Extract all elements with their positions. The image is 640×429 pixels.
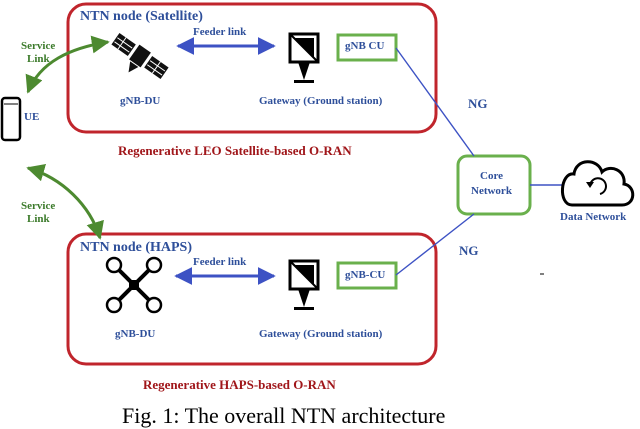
service-link-top-label-2: Link [27, 53, 50, 65]
service-link-bottom-arrow [26, 163, 104, 240]
satellite-oran-footer: Regenerative LEO Satellite-based O-RAN [118, 143, 352, 158]
gateway-dish-icon-haps [288, 259, 320, 310]
haps-feeder-label: Feeder link [193, 256, 247, 268]
gateway-dish-icon-satellite [288, 32, 320, 83]
data-network-label: Data Network [560, 211, 627, 223]
ue-label: UE [24, 111, 40, 123]
satellite-icon [111, 33, 169, 79]
ng-line-bottom [395, 213, 475, 276]
gnb-cu-satellite-box [336, 33, 398, 62]
ng-line-top [395, 47, 475, 157]
ng-top-label: NG [468, 96, 488, 111]
satellite-gateway-label: Gateway (Ground station) [259, 95, 383, 107]
gnb-cu-haps-box [336, 261, 398, 290]
drone-icon [105, 256, 163, 314]
satellite-du-label: gNB-DU [120, 95, 161, 107]
haps-oran-footer: Regenerative HAPS-based O-RAN [143, 377, 336, 392]
haps-cu-label: gNB-CU [345, 269, 386, 281]
satellite-cu-label: gNB CU [345, 40, 385, 52]
satellite-node-title: NTN node (Satellite) [80, 9, 203, 24]
cloud-icon [561, 160, 635, 207]
haps-oran-box [66, 232, 438, 366]
core-network-label-2: Network [471, 185, 512, 197]
core-network-label-1: Core [480, 170, 504, 182]
ntn-architecture-diagram [0, 2, 635, 366]
haps-node-title: NTN node (HAPS) [80, 240, 193, 255]
service-link-top-arrow [25, 35, 110, 94]
phone-icon [0, 96, 22, 142]
haps-du-label: gNB-DU [115, 328, 156, 340]
haps-gateway-label: Gateway (Ground station) [259, 328, 383, 340]
ng-bottom-label: NG [459, 243, 479, 258]
figure-caption: Fig. 1: The overall NTN architecture [122, 403, 446, 428]
satellite-feeder-label: Feeder link [193, 26, 247, 38]
service-link-bottom-label-2: Link [27, 213, 50, 225]
service-link-top-label-1: Service [21, 40, 56, 52]
service-link-bottom-label-1: Service [21, 200, 56, 212]
